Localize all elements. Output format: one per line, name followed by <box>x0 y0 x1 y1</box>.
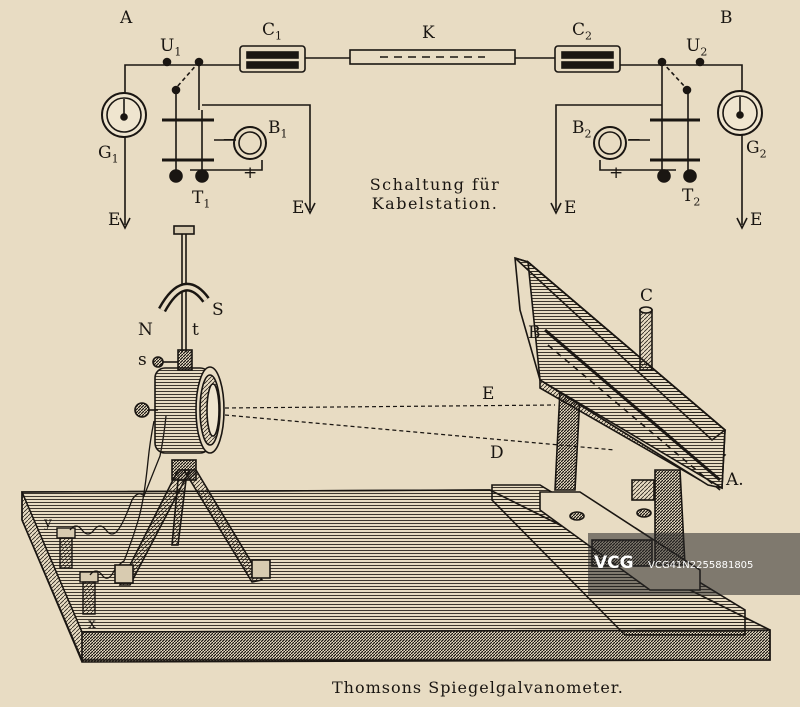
label-t2: T2 <box>682 186 701 209</box>
label-ray-d: D <box>490 443 504 463</box>
label-minus-b1: − <box>222 130 237 150</box>
galvanometer-drum <box>134 349 225 454</box>
terminal-y <box>56 527 76 569</box>
capacitor-c2 <box>554 45 621 73</box>
label-n: N <box>138 320 153 340</box>
label-y: y <box>44 515 52 531</box>
watermark-id: VCG41N2255881805 <box>648 560 754 571</box>
label-u2: U2 <box>686 36 708 59</box>
label-b2: B2 <box>572 118 592 141</box>
label-a: A <box>120 8 133 28</box>
label-earth-1: E <box>108 210 121 230</box>
label-c2: C2 <box>572 20 593 43</box>
terminal-x <box>79 571 99 615</box>
label-plus-b1: + <box>243 163 258 183</box>
label-scale-b: B <box>528 323 541 343</box>
capacitor-c1 <box>239 45 306 73</box>
label-earth-2: E <box>292 198 305 218</box>
label-u1: U1 <box>160 36 182 59</box>
label-minus-b2: − <box>627 130 642 150</box>
label-earth-3: E <box>564 198 577 218</box>
label-c1: C1 <box>262 20 283 43</box>
galvanometer-apparatus <box>20 225 771 663</box>
key-t1 <box>162 90 311 210</box>
label-a-end: A. <box>726 470 744 490</box>
watermark-overlay: VCG VCG41N2255881805 <box>588 533 800 595</box>
label-x: x <box>88 616 96 632</box>
base-board-side <box>21 491 83 663</box>
label-lamp-c: C <box>640 286 654 306</box>
label-g1: G1 <box>98 143 119 166</box>
ray-e <box>224 404 556 409</box>
circuit-diagram <box>101 45 763 230</box>
magnet-rod <box>158 225 210 352</box>
ray-d <box>224 414 616 451</box>
tripod <box>114 459 271 586</box>
label-s-pole: S <box>212 300 224 320</box>
watermark-logo: VCG <box>594 553 634 573</box>
battery-b1 <box>233 126 267 160</box>
label-t1: T1 <box>192 188 211 211</box>
label-earth-4: E <box>750 210 763 230</box>
node-u1-a <box>162 57 172 67</box>
label-ray-e: E <box>482 384 495 404</box>
key-t2 <box>555 90 700 210</box>
label-b1: B1 <box>268 118 288 141</box>
battery-b2 <box>593 126 627 160</box>
label-b: B <box>720 8 733 28</box>
label-t: t <box>192 320 199 340</box>
label-k: K <box>422 23 435 43</box>
node-u2-b <box>695 57 705 67</box>
coiled-wire-a <box>69 415 167 535</box>
label-plus-b2: + <box>609 163 624 183</box>
circuit-title: Schaltung für Kabelstation. <box>369 175 501 213</box>
galvanometer-g2 <box>717 90 763 136</box>
figure-caption: Thomsons Spiegelgalvanometer. <box>332 678 624 697</box>
label-s-screw: s <box>138 350 147 370</box>
earth-arrow <box>119 217 131 230</box>
galvanometer-g1 <box>101 92 147 138</box>
coiled-wire-b <box>89 420 155 579</box>
cable-k <box>349 49 516 65</box>
label-g2: G2 <box>746 138 767 161</box>
